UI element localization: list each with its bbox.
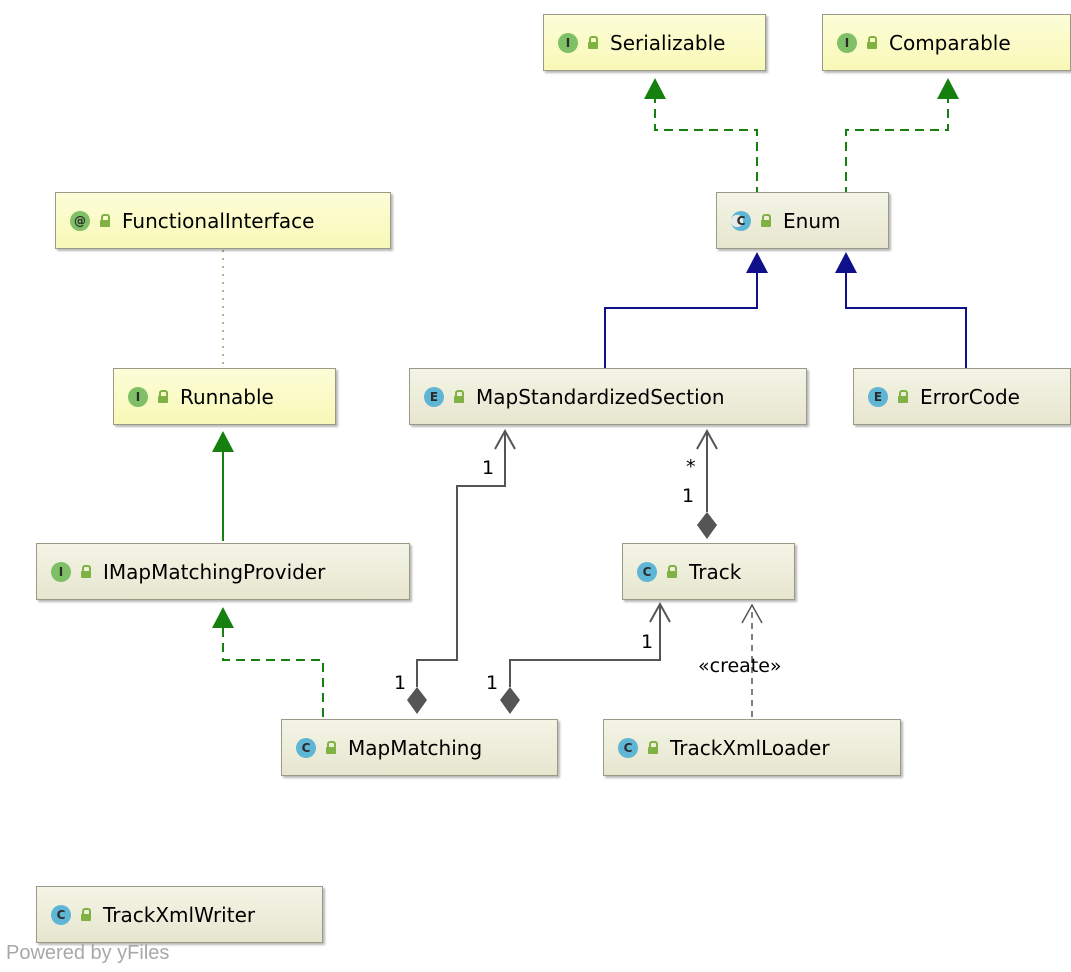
node-trackxmlwriter[interactable]: C TrackXmlWriter: [36, 886, 323, 943]
node-functionalinterface[interactable]: @ FunctionalInterface: [55, 192, 391, 249]
multiplicity-mapmatching-mss-target: 1: [482, 457, 495, 479]
multiplicity-track-mss-one: 1: [682, 485, 695, 507]
node-mapmatching[interactable]: C MapMatching: [281, 719, 558, 776]
node-enum[interactable]: C Enum: [716, 192, 889, 249]
class-icon: C: [637, 561, 657, 582]
public-visibility-icon: [81, 565, 91, 578]
powered-by-footer: Powered by yFiles: [6, 942, 170, 964]
node-name: Comparable: [889, 30, 1011, 55]
node-name: TrackXmlLoader: [670, 735, 830, 760]
edge-enum-serializable: [644, 78, 758, 196]
interface-icon: I: [558, 32, 578, 53]
multiplicity-track-mss-star: *: [686, 456, 696, 478]
node-name: Track: [689, 559, 742, 584]
class-icon: C: [51, 904, 71, 925]
node-name: ErrorCode: [920, 384, 1020, 409]
edge-imapmatchingprovider-runnable: [212, 431, 234, 541]
multiplicity-mapmatching-track-target: 1: [641, 631, 654, 653]
class-icon: C: [296, 737, 316, 758]
edge-errorcode-enum: [835, 252, 967, 370]
public-visibility-icon: [761, 214, 771, 227]
public-visibility-icon: [158, 390, 168, 403]
node-name: IMapMatchingProvider: [103, 559, 326, 584]
node-name: Serializable: [610, 30, 726, 55]
enum-icon: E: [424, 386, 444, 407]
node-mapstandardizedsection[interactable]: E MapStandardizedSection: [409, 368, 807, 425]
interface-icon: I: [837, 32, 857, 53]
edge-track-mss: [696, 428, 718, 539]
node-errorcode[interactable]: E ErrorCode: [853, 368, 1071, 425]
multiplicity-mapmatching-mss-source: 1: [394, 672, 407, 694]
node-name: MapStandardizedSection: [476, 384, 725, 409]
public-visibility-icon: [898, 390, 908, 403]
class-icon: C: [618, 737, 638, 758]
node-name: Runnable: [180, 384, 274, 409]
node-track[interactable]: C Track: [622, 543, 795, 600]
public-visibility-icon: [454, 390, 464, 403]
edge-mss-enum: [604, 252, 768, 370]
edge-mapmatching-imapmatchingprovider: [212, 607, 324, 717]
node-serializable[interactable]: I Serializable: [543, 14, 766, 71]
edge-trackxmlloader-track: [741, 603, 763, 717]
public-visibility-icon: [81, 908, 91, 921]
interface-icon: I: [128, 386, 148, 407]
node-comparable[interactable]: I Comparable: [822, 14, 1071, 71]
public-visibility-icon: [100, 214, 110, 227]
enum-icon: E: [868, 386, 888, 407]
node-imapmatchingprovider[interactable]: I IMapMatchingProvider: [36, 543, 410, 600]
edge-mapmatching-track: [500, 601, 671, 714]
node-name: FunctionalInterface: [122, 208, 315, 233]
public-visibility-icon: [588, 36, 598, 49]
public-visibility-icon: [326, 741, 336, 754]
create-stereotype-label: «create»: [698, 655, 782, 677]
node-runnable[interactable]: I Runnable: [113, 368, 336, 425]
interface-icon: I: [51, 561, 71, 582]
node-name: Enum: [783, 208, 841, 233]
abstract-class-icon: C: [731, 210, 751, 231]
public-visibility-icon: [667, 565, 677, 578]
multiplicity-mapmatching-track-source: 1: [486, 672, 499, 694]
edge-mapmatching-mss: [407, 428, 516, 714]
node-name: TrackXmlWriter: [103, 902, 256, 927]
public-visibility-icon: [648, 741, 658, 754]
public-visibility-icon: [867, 36, 877, 49]
node-name: MapMatching: [348, 735, 483, 760]
node-trackxmlloader[interactable]: C TrackXmlLoader: [603, 719, 901, 776]
annotation-icon: @: [70, 210, 90, 231]
edge-enum-comparable: [845, 78, 959, 196]
